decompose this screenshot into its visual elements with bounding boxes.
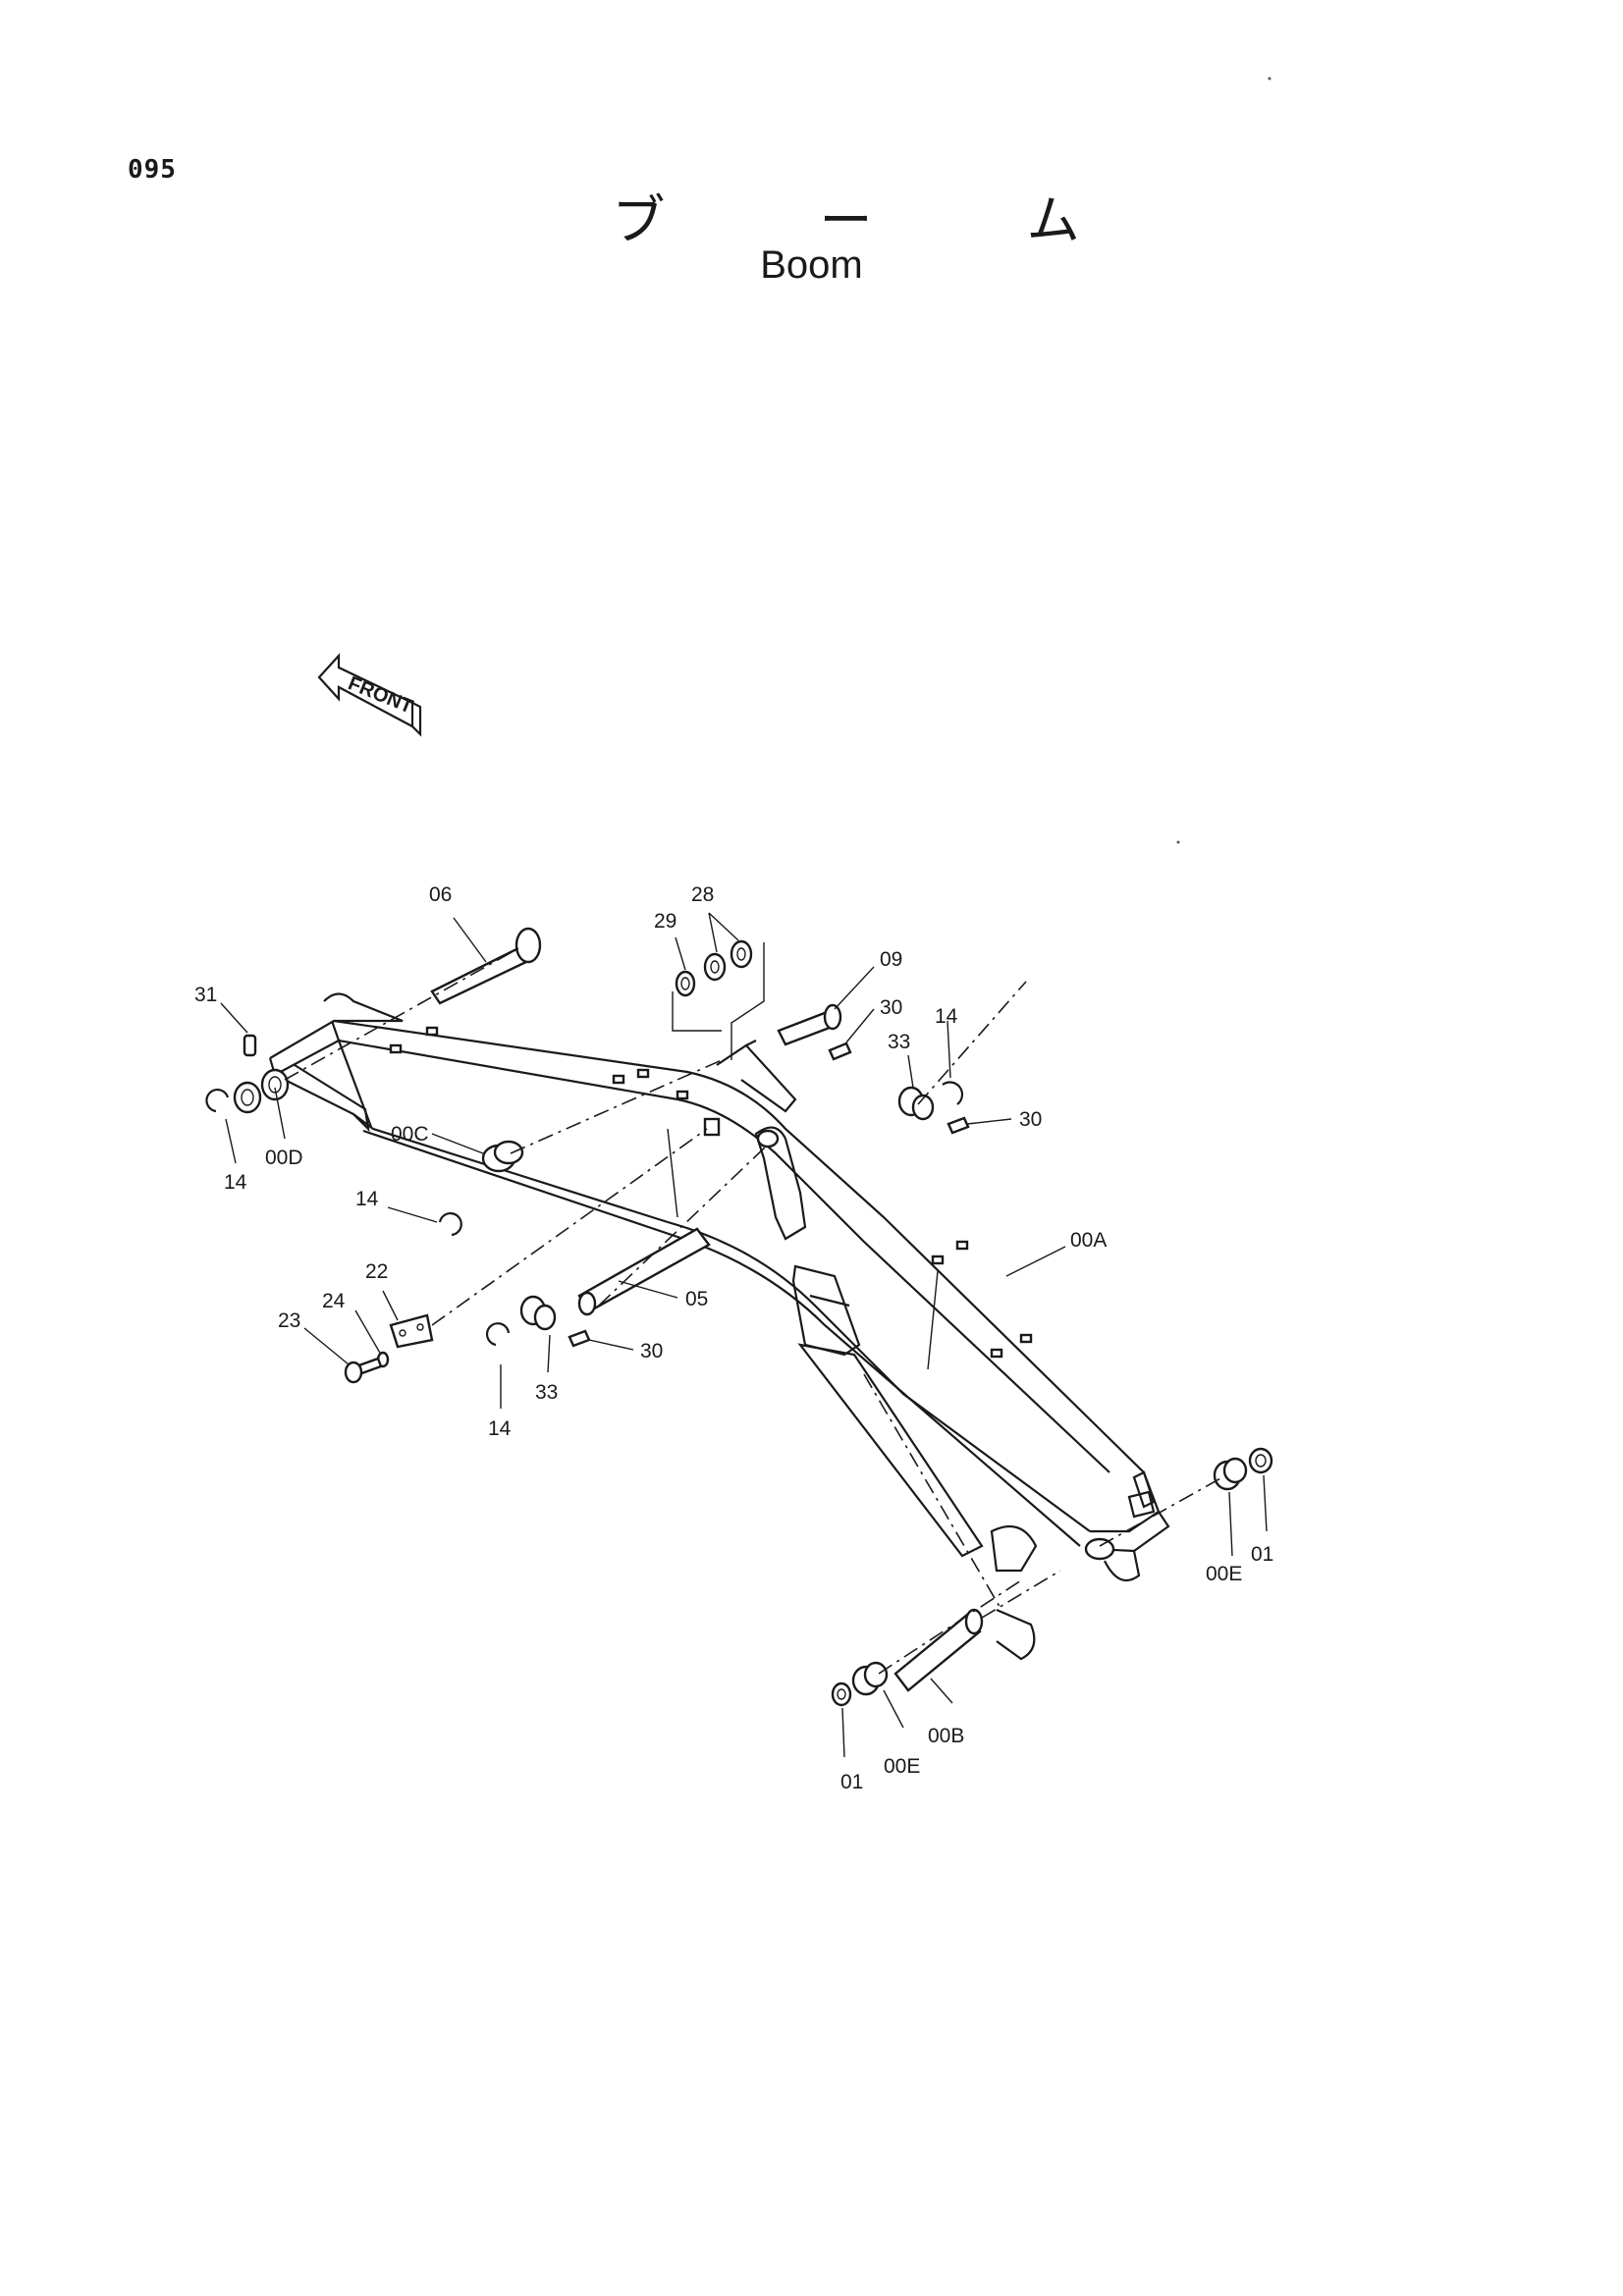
part-00E-bushing-right — [1213, 1457, 1248, 1491]
part-14-snap-ring-mid — [438, 1212, 462, 1237]
scan-dot — [1268, 77, 1271, 80]
label-01-bottom: 01 — [840, 1771, 863, 1793]
part-00B-pin — [893, 1608, 984, 1692]
part-14-snap-ring-right — [942, 1081, 964, 1105]
part-01-shim-bottom — [831, 1682, 852, 1707]
part-28-shims — [703, 939, 753, 982]
center-lines — [284, 942, 1223, 1675]
part-29-seal — [675, 970, 696, 997]
label-33-right: 33 — [888, 1031, 910, 1053]
part-30-grease-nipple-right — [947, 1116, 970, 1135]
part-30-grease-nipple-top — [828, 1041, 852, 1061]
label-14-mid: 14 — [355, 1188, 379, 1210]
label-30-right: 30 — [1019, 1108, 1042, 1131]
part-30-grease-nipple-left — [568, 1329, 591, 1348]
part-00E-bushing-bottom — [851, 1661, 889, 1696]
label-28: 28 — [691, 883, 714, 906]
label-06: 06 — [429, 883, 452, 906]
label-30-left: 30 — [640, 1340, 663, 1362]
label-01-right: 01 — [1251, 1543, 1273, 1566]
part-01-shim-right — [1248, 1447, 1273, 1474]
label-00B: 00B — [928, 1725, 964, 1747]
leader-lines — [220, 912, 1268, 1758]
boom-structure — [268, 992, 1170, 1661]
label-24: 24 — [322, 1290, 346, 1312]
label-00C: 00C — [391, 1123, 429, 1146]
front-arrow-icon: FRONT — [317, 653, 422, 737]
part-labels: 06 28 29 09 30 14 31 33 30 14 00D 00C 14… — [194, 883, 1273, 1793]
label-00E-bottom: 00E — [884, 1755, 920, 1778]
label-30-top: 30 — [880, 996, 902, 1019]
scan-dot — [1176, 840, 1180, 844]
label-00A: 00A — [1070, 1229, 1107, 1252]
part-22-plate — [389, 1313, 434, 1349]
label-05: 05 — [685, 1288, 708, 1310]
page-title-english: Boom — [760, 243, 863, 287]
page-number: 095 — [128, 155, 177, 185]
label-29: 29 — [654, 910, 676, 933]
label-33-left: 33 — [535, 1381, 558, 1404]
part-14-snap-ring-lower — [486, 1322, 511, 1347]
part-31-pin — [243, 1034, 257, 1057]
front-arrow-label: FRONT — [345, 672, 415, 718]
page-title-japanese: ブ ー ム — [612, 189, 1149, 251]
label-00E-right: 00E — [1206, 1563, 1242, 1585]
part-00D-bushing — [233, 1068, 290, 1114]
label-00D: 00D — [265, 1147, 303, 1169]
part-33-bushing-left — [519, 1295, 557, 1331]
label-14-lower: 14 — [488, 1417, 512, 1440]
part-05-pin — [577, 1117, 721, 1316]
label-14-right: 14 — [935, 1005, 958, 1028]
part-33-bushing-right — [897, 1086, 935, 1121]
label-22: 22 — [365, 1260, 388, 1283]
part-06-pin — [430, 927, 542, 1005]
label-23: 23 — [278, 1309, 300, 1332]
part-00C-bushing — [481, 1140, 524, 1173]
part-14-snap-ring-left — [205, 1089, 230, 1113]
label-31: 31 — [194, 984, 217, 1006]
part-23-bolt — [344, 1357, 383, 1384]
label-14-left: 14 — [224, 1171, 247, 1194]
part-09-pin — [777, 1003, 842, 1046]
label-09: 09 — [880, 948, 902, 971]
